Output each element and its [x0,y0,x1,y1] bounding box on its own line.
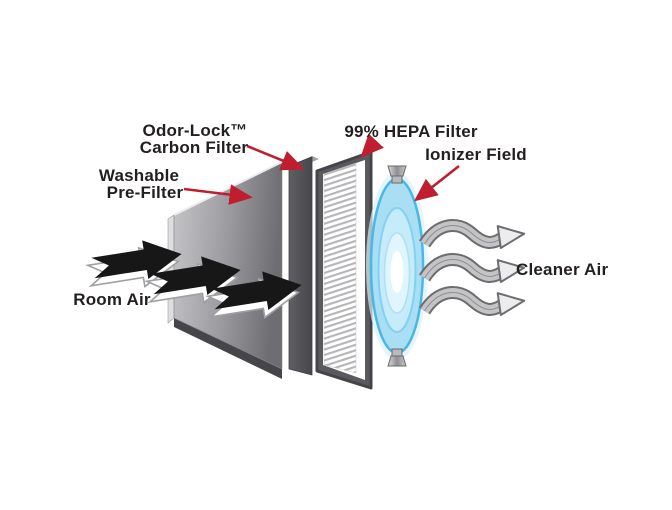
ionizer-field-label: Ionizer Field [425,145,527,164]
pre-filter-label-line1: Washable [99,166,179,185]
room-air-arrow-body [150,256,241,296]
ionizer-top-electrode [387,165,407,184]
carbon-filter-label-line1: Odor-Lock™ [143,121,248,140]
cleaner-air-arrowhead [496,225,526,249]
room-air-arrows [85,240,302,320]
pointer-arrow-pre-filter [183,184,253,205]
pre-filter-face [173,161,283,370]
carbon-filter-label-line2: Carbon Filter [140,138,249,157]
cleaner-air-label: Cleaner Air [516,260,608,279]
room-air-arrow [205,271,302,320]
pre-filter-top-highlight [173,161,283,216]
pre-filter-label-line2: Pre-Filter [107,183,184,202]
hepa-filter-panel [315,150,373,390]
ionizer-core [390,251,404,293]
ionizer-bottom-electrode [387,348,407,367]
carbon-filter-panel [288,156,319,376]
pre-filter-bottom-edge [174,318,282,379]
room-air-arrow-body [91,240,182,280]
cleaner-air-arrowhead [496,259,526,283]
pointer-arrow-ionizer-field [413,164,460,202]
pointer-arrow-carbon-filter [246,144,305,171]
pointer-arrows [183,133,460,205]
carbon-filter-face [288,156,313,376]
room-air-arrow [144,256,241,305]
room-air-label: Room Air [73,290,151,309]
pointer-arrow-hepa-filter [360,133,384,158]
cleaner-air-arrows [419,219,526,316]
cleaner-air-arrow [419,219,526,249]
cleaner-air-arrow [419,286,526,316]
room-air-arrow [85,240,182,289]
hepa-filter-label: 99% HEPA Filter [344,122,478,141]
cleaner-air-arrowhead [496,292,526,316]
ionizer-field [366,165,428,367]
cleaner-air-arrow [419,253,526,283]
hepa-pleats [323,162,357,374]
room-air-arrow-body [211,271,302,311]
